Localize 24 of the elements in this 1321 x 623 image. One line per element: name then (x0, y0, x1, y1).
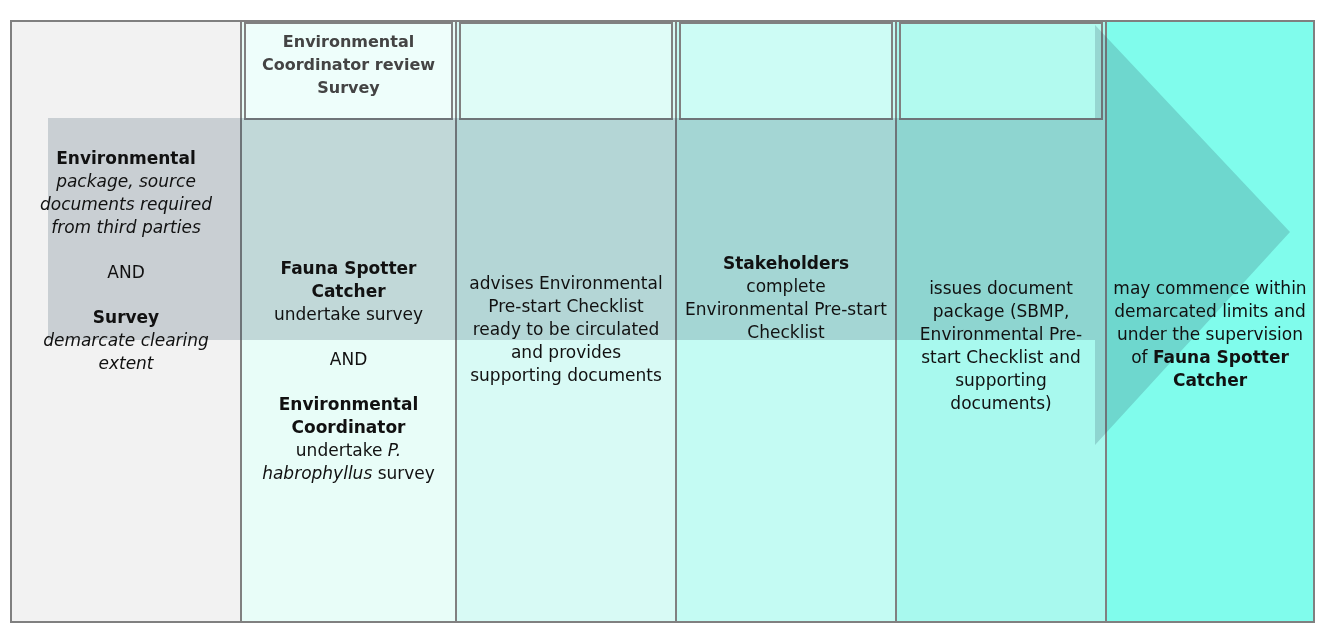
step-text: may commence within demarcated limits and under the supervision of Fauna Spotter Catcher (1113, 277, 1307, 392)
step-column (10, 20, 242, 623)
empty-header-cell (679, 22, 893, 120)
step-column (240, 20, 457, 623)
step-column (1105, 20, 1315, 623)
step-text: AND (106, 261, 146, 284)
role-label: Survey (91, 306, 161, 329)
step-text: advises Environmental Pre-start Checklist ready to be circulated and provides supporting documents (468, 272, 664, 387)
step-text: package, source documents required from third parties (39, 170, 213, 239)
empty-header-cell (899, 22, 1103, 120)
step-column (895, 20, 1107, 623)
step-text: Environmental Coordinator review Survey (260, 31, 437, 99)
role-label: Environmental (55, 147, 197, 170)
step-column (455, 20, 677, 623)
step-text: issues document package (SBMP, Environmental Pre-start Checklist and supporting documents) (918, 277, 1084, 415)
step-text: undertake survey (272, 303, 425, 326)
step-column (675, 20, 897, 623)
step-text: AND (328, 348, 369, 371)
step-text: demarcate clearing extent (42, 329, 210, 375)
role-label: Stakeholders (722, 252, 850, 275)
step-text: undertake P. habrophyllus survey (261, 439, 436, 485)
step-text: complete Environmental Pre-start Checklist (684, 275, 888, 344)
header-cell (244, 22, 453, 120)
empty-header-cell (459, 22, 673, 120)
